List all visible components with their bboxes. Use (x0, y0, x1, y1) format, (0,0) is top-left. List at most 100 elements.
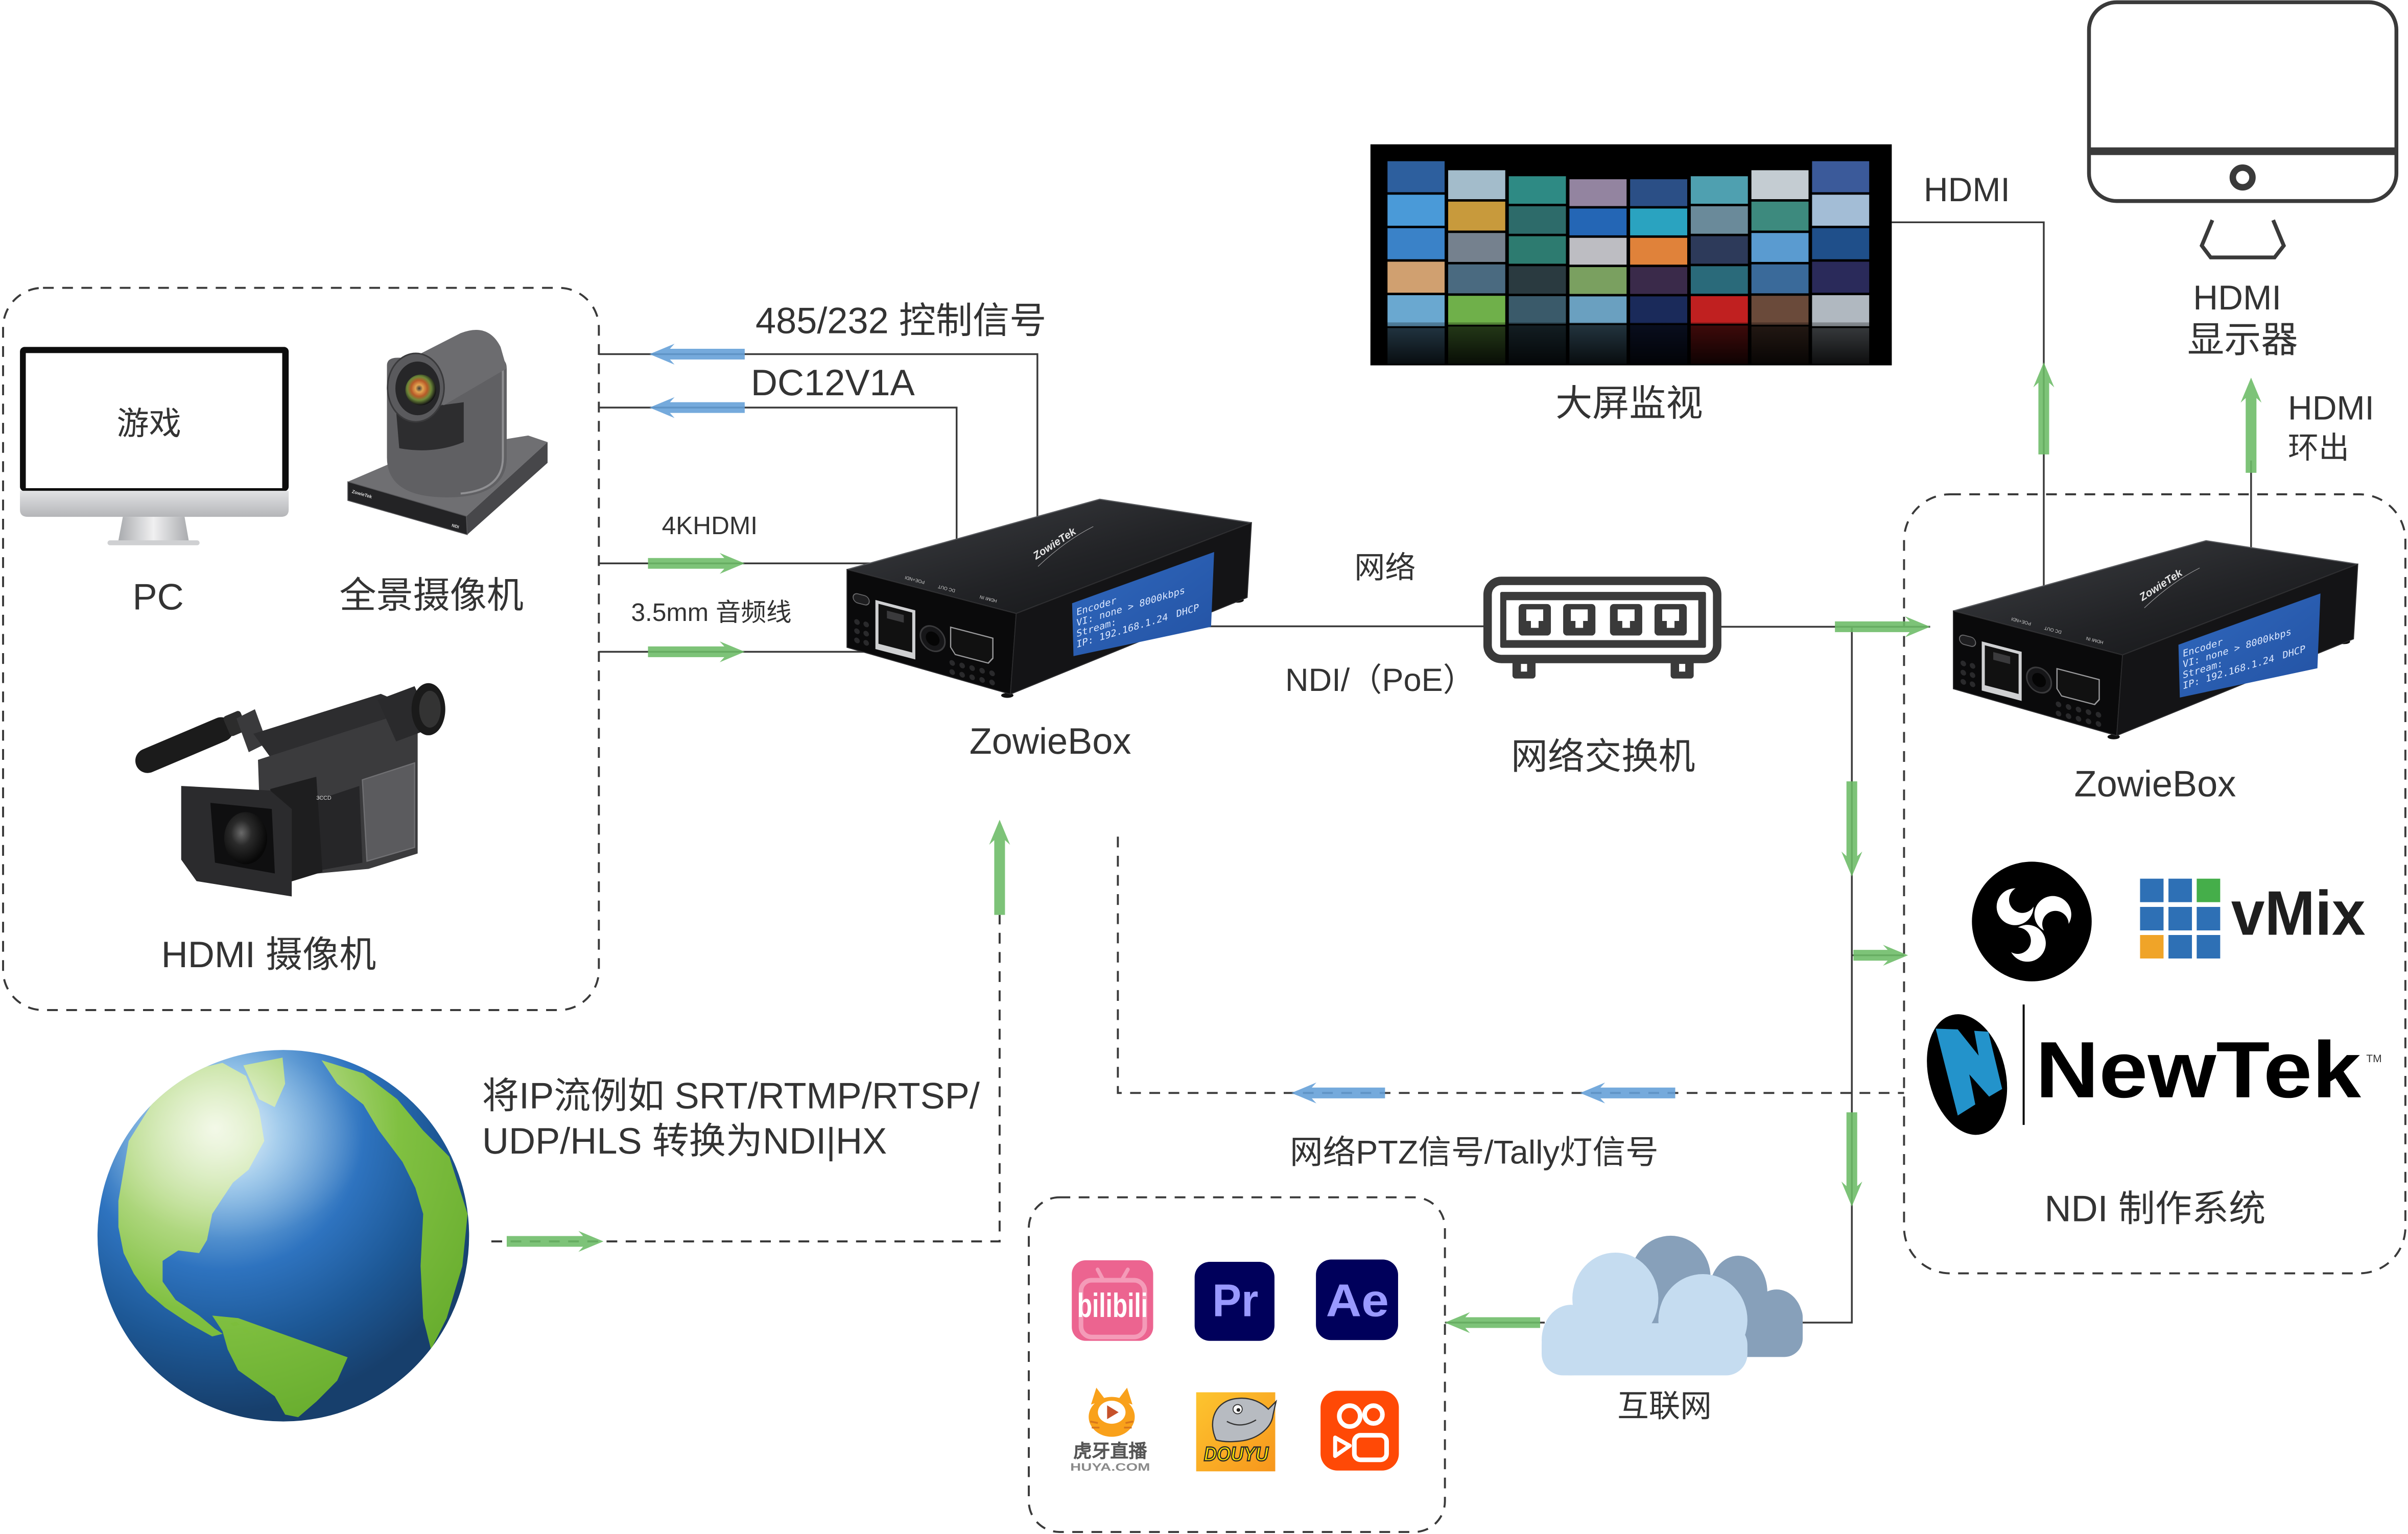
video-wall-hdmi-link (1892, 221, 2045, 587)
video-wall-tile (1569, 267, 1627, 294)
vmix-cell (2168, 906, 2192, 930)
vent-hole (959, 662, 965, 668)
monitor-label-line2: 显示器 (2187, 320, 2298, 362)
huya-stripes (1090, 1420, 1134, 1429)
vent-hole (989, 679, 995, 686)
ip-stream-label-line2: UDP/HLS 转换为NDI|HX (482, 1121, 887, 1163)
hdmi-input-arrow (648, 553, 745, 574)
video-wall-tile (1630, 208, 1687, 235)
video-wall-tile (1751, 264, 1809, 294)
switch-port (1654, 604, 1687, 636)
premiere-pro-text: Pr (1212, 1277, 1259, 1327)
control-signal-label: 485/232 控制信号 (756, 301, 1046, 342)
vent-hole (949, 669, 955, 675)
video-wall-tile (1751, 201, 1809, 231)
monitor-stand (2200, 219, 2286, 259)
bilibili-antenna (1120, 1267, 1130, 1282)
video-wall-hdmi-arrow (2033, 362, 2055, 454)
kuaishou-camera-body (1352, 1433, 1389, 1463)
video-wall-tile (1387, 161, 1445, 193)
pc-stand-base (107, 540, 200, 545)
video-wall-tile (1569, 179, 1627, 206)
vmix-cell (2197, 935, 2221, 958)
hdmi-port (2056, 667, 2100, 706)
vmix-cell (2140, 906, 2164, 930)
video-wall-tile (1812, 195, 1870, 226)
newtek-logo-icon: NewTek TM (1927, 1004, 2382, 1135)
ptz-base-right (466, 442, 548, 535)
monitor-icon (2087, 0, 2399, 259)
ptz-tally-arrow (1580, 1082, 1675, 1104)
camcorder-eyecup-inner (419, 690, 441, 728)
ptz-ndi-mark: NDI (451, 522, 460, 530)
vmix-cell (2197, 906, 2221, 930)
switch-port (1518, 604, 1551, 636)
internet-to-platforms-arrow (1445, 1312, 1541, 1333)
hdmi-input-label: 4KHDMI (662, 513, 758, 540)
video-wall-tile (1751, 296, 1809, 325)
device-logo-swoosh (1037, 526, 1094, 567)
dc-barrel-hole (2032, 673, 2046, 687)
video-wall-tile (1387, 261, 1445, 293)
vent-hole (2056, 710, 2062, 716)
globe-icon (97, 1048, 469, 1422)
switch-down-arrow (1841, 1112, 1862, 1207)
bilibili-tv-outline (1078, 1278, 1147, 1339)
camcorder-control-panel (313, 786, 363, 871)
continent-europe-africa (321, 1060, 468, 1350)
ndi-system-label: NDI 制作系统 (2044, 1189, 2265, 1230)
video-wall-tile (1387, 195, 1445, 226)
monitor-label-line1: HDMI (2193, 279, 2281, 317)
pc-label: PC (133, 577, 184, 618)
vent-hole (969, 674, 975, 680)
continent-south-america (212, 1315, 348, 1418)
vent-hole (2065, 713, 2071, 720)
premiere-pro-tile (1194, 1261, 1274, 1341)
newtek-emblem-n (1935, 1028, 2002, 1116)
video-wall-tile (1812, 161, 1870, 193)
video-wall-tile (1690, 296, 1748, 324)
decoder-zowiebox: Encoder VI: none > 8000kbps Stream: IP: … (1952, 540, 2358, 739)
video-wall-tile (1569, 208, 1627, 235)
huya-play-icon (1107, 1405, 1119, 1420)
network-label: 网络 (1354, 550, 1415, 586)
ip-to-encoder-arrow (989, 820, 1010, 915)
video-wall-tile (1690, 236, 1748, 264)
cloud-icon (1542, 1235, 1803, 1376)
ptz-camera-icon: ZowieTek NDI (347, 329, 548, 536)
video-wall-tile (1630, 267, 1687, 294)
vmix-cell (2197, 878, 2221, 902)
video-wall-tile (1690, 176, 1748, 204)
kuaishou-icon (1320, 1391, 1399, 1471)
douyu-shark-pupil (1236, 1408, 1240, 1412)
vent-hole (1961, 669, 1966, 676)
rj45-port-clip (1993, 652, 2011, 664)
monitor-frame (2087, 0, 2399, 203)
ndi-to-decoder-arrow (1835, 616, 1930, 637)
vent-hole (863, 640, 869, 646)
power-arrow (649, 397, 745, 418)
video-wall-tile (1508, 236, 1566, 264)
camcorder-shotgun-mic (135, 717, 233, 773)
video-wall-tile (1630, 296, 1687, 323)
vent-hole (1961, 660, 1966, 666)
camcorder-lens-glass (224, 812, 268, 865)
douyu-shark-mouth (1226, 1419, 1257, 1426)
video-wall-tile (1448, 233, 1505, 262)
cloud-front (1542, 1252, 1748, 1376)
lcd-screen (2178, 593, 2321, 698)
ptz-camera-label: 全景摄像机 (339, 576, 524, 617)
vent-hole (959, 672, 965, 678)
vent-hole (2075, 706, 2082, 713)
vmix-logo-icon: vMix (2140, 878, 2366, 958)
pc-monitor-icon: 游戏 (20, 347, 289, 545)
front-ports (1959, 634, 2102, 727)
switch-down-arrow (1841, 781, 1862, 877)
video-wall-tile (1569, 237, 1627, 265)
obs-swirl-black (2042, 910, 2069, 938)
vent-hole (2095, 721, 2102, 727)
dc-barrel-hole (926, 631, 940, 646)
video-wall-icon (1370, 144, 1892, 366)
vent-hole (949, 660, 955, 666)
